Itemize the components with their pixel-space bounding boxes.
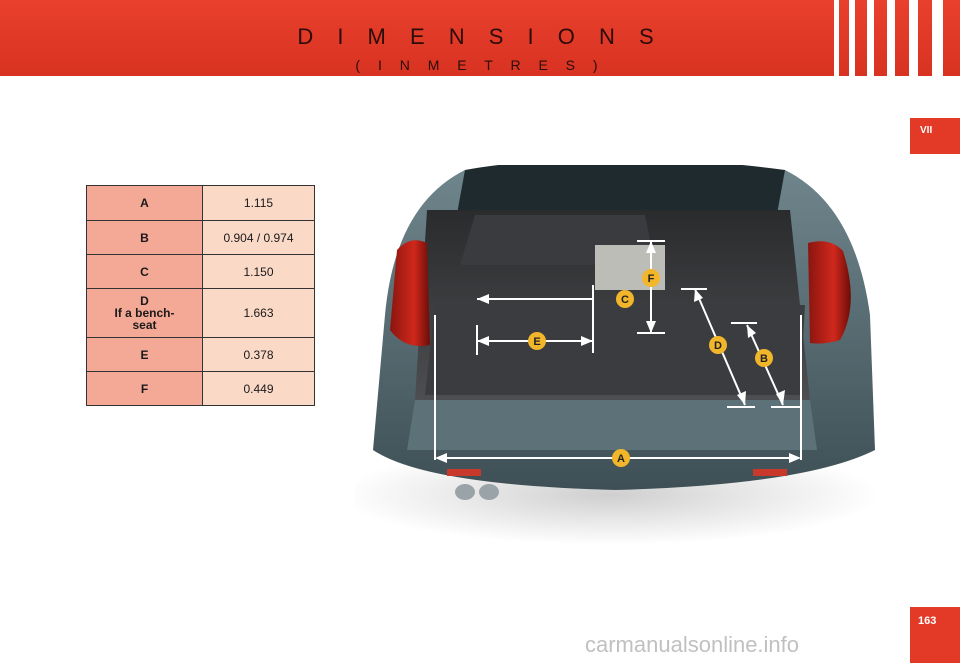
marker-a-label: A — [617, 453, 625, 465]
dimension-label: C — [86, 254, 203, 289]
dimension-label: F — [86, 371, 203, 406]
dimension-value: 0.904 / 0.974 — [202, 220, 315, 255]
car-boot-photo: F C E D B A — [355, 165, 880, 545]
header-band: D I M E N S I O N S ( I N M E T R E S ) — [0, 0, 960, 76]
page-title: D I M E N S I O N S — [297, 24, 663, 49]
dimension-value: 1.663 — [202, 288, 315, 338]
dimension-value: 1.150 — [202, 254, 315, 289]
dimension-value: 1.115 — [202, 185, 315, 221]
watermark-text: carmanualsonline.info — [585, 632, 800, 657]
marker-d-label: D — [714, 340, 722, 352]
table-row: A 1.115 — [86, 185, 315, 221]
dimension-label: B — [86, 220, 203, 255]
marker-f-label: F — [648, 273, 655, 285]
dimension-label: D If a bench- seat — [86, 288, 203, 338]
chapter-label: VII — [920, 125, 933, 136]
marker-b-label: B — [760, 353, 768, 365]
marker-c-label: C — [621, 294, 629, 306]
dimension-value: 0.449 — [202, 371, 315, 406]
marker-e-label: E — [533, 336, 540, 348]
table-row: D If a bench- seat 1.663 — [86, 288, 315, 338]
dimension-label: E — [86, 337, 203, 372]
page-number-tab: 163 — [910, 607, 960, 663]
chapter-tab: VII — [910, 118, 960, 154]
dimensions-table: A 1.115 B 0.904 / 0.974 C 1.150 D If a b… — [86, 185, 315, 406]
dimension-label: A — [86, 185, 203, 221]
table-row: C 1.150 — [86, 254, 315, 289]
table-row: E 0.378 — [86, 337, 315, 372]
dimension-value: 0.378 — [202, 337, 315, 372]
page-number: 163 — [918, 615, 937, 627]
table-row: B 0.904 / 0.974 — [86, 220, 315, 255]
table-row: F 0.449 — [86, 371, 315, 406]
page-subtitle: ( I N M E T R E S ) — [355, 57, 605, 73]
